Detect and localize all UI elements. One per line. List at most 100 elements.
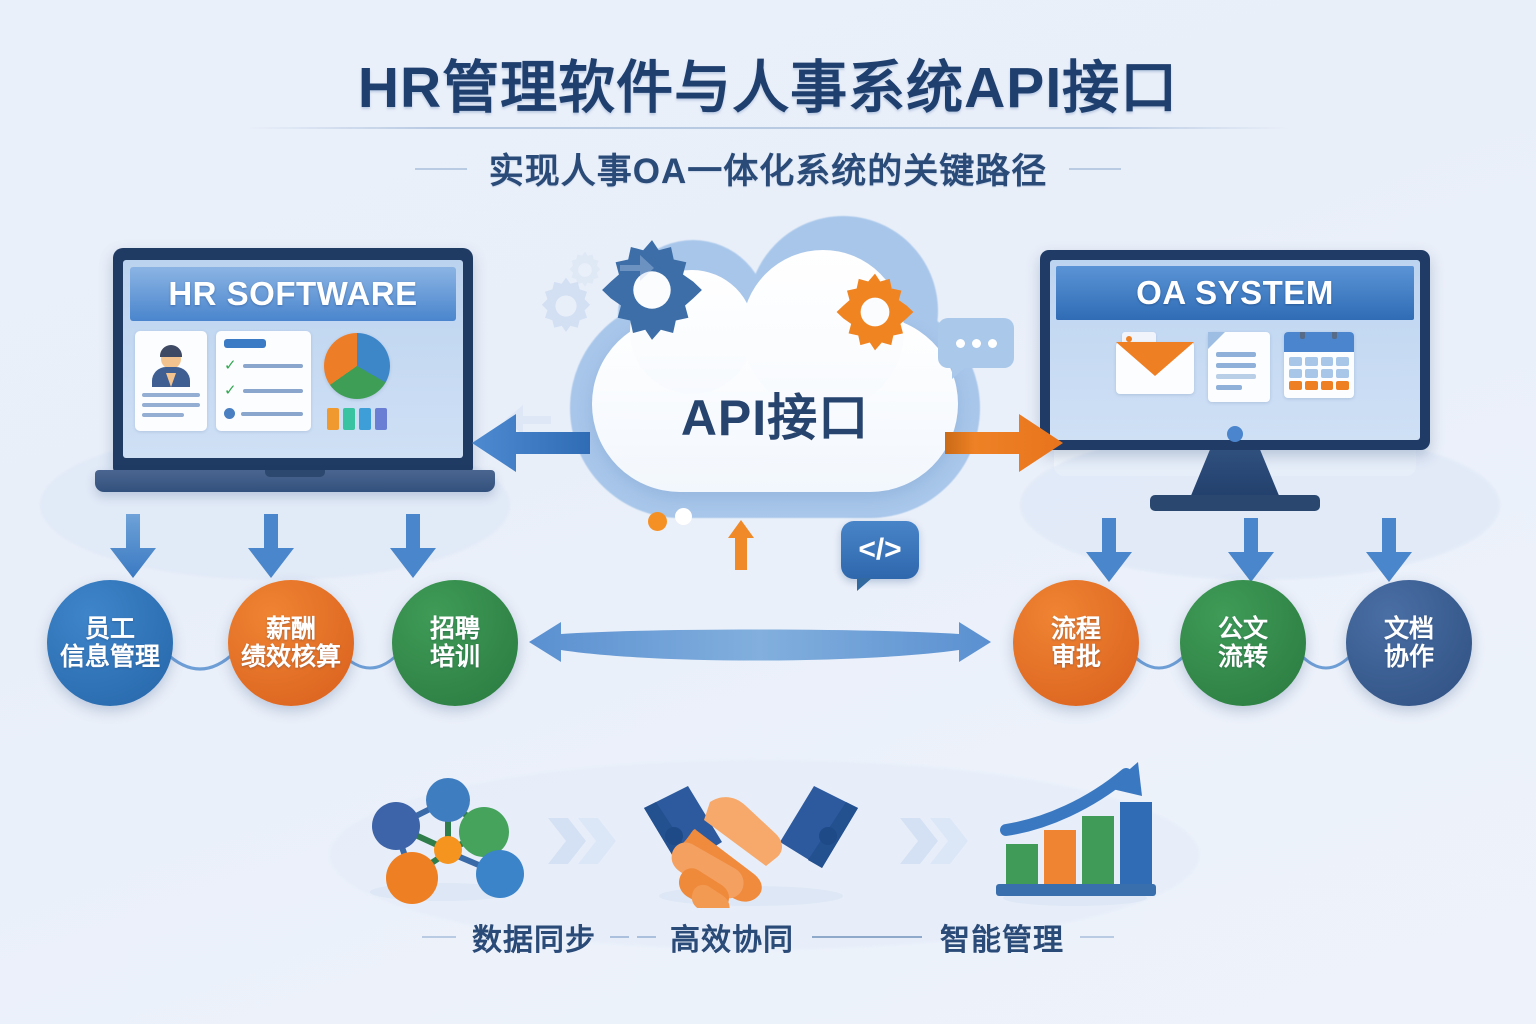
profile-line	[142, 413, 184, 417]
calendar-cell-highlight	[1289, 381, 1302, 390]
laptop-base	[95, 470, 495, 492]
document-line	[1216, 352, 1257, 357]
oa-system-monitor: OA SYSTEM	[1040, 250, 1430, 515]
checklist-header-bar	[224, 339, 266, 348]
calendar-cell-highlight	[1304, 381, 1318, 390]
checklist-line	[242, 388, 303, 393]
checklist-line	[242, 363, 303, 368]
code-badge-icon: </>	[841, 521, 919, 591]
legend-bar	[327, 408, 339, 430]
laptop-lid: HR SOFTWARE	[113, 248, 473, 472]
hr-software-widgets: ✓ ✓	[123, 321, 463, 431]
checklist-row	[224, 408, 303, 419]
subtitle-row: 实现人事OA一体化系统的关键路径	[0, 143, 1536, 194]
calendar-cell-highlight	[1336, 381, 1349, 390]
legend-bar	[375, 408, 387, 430]
circle-label-line1: 员工	[84, 615, 135, 643]
flow-chevron-icon	[900, 818, 970, 869]
title-divider	[248, 127, 1288, 129]
avatar-collar	[166, 373, 176, 387]
arrow-bidirectional-sync	[525, 612, 995, 672]
circle-connector	[1296, 648, 1356, 688]
arrow-down-hr-2	[248, 514, 294, 578]
arrow-down-oa-1	[1086, 518, 1132, 582]
bubble-dot	[971, 338, 981, 348]
profile-line	[142, 403, 200, 407]
calendar-cell	[1336, 369, 1349, 378]
calendar-cell	[1289, 369, 1302, 378]
color-bar-legend	[320, 408, 394, 430]
document-fold	[1208, 332, 1225, 349]
calendar-cell	[1289, 357, 1302, 366]
monitor-stand	[1150, 495, 1320, 511]
calendar-icon	[1284, 332, 1354, 398]
circle-label-line2: 绩效核算	[240, 643, 341, 671]
calendar-header	[1284, 332, 1354, 352]
chat-bubble-icon	[938, 318, 1014, 379]
benefit-label-2: 高效协同	[670, 924, 794, 957]
check-icon: ✓	[224, 357, 237, 374]
oa-system-widgets	[1050, 320, 1420, 402]
hr-capability-circle-3[interactable]: 招聘 培训	[392, 580, 518, 706]
oa-capability-circle-2[interactable]: 公文 流转	[1180, 580, 1306, 706]
label-edge-dash-left	[422, 936, 456, 938]
page-title: HR管理软件与人事系统API接口	[357, 56, 1179, 120]
calendar-ring	[1300, 332, 1305, 339]
gear-primary-icon	[600, 238, 704, 342]
circle-label-line2: 协作	[1383, 643, 1434, 671]
document-line	[1216, 385, 1242, 390]
arrow-down-hr-1	[110, 514, 156, 578]
subtitle-dash-left	[414, 167, 467, 170]
gear-ghost-icon	[565, 250, 605, 290]
calendar-cell	[1304, 357, 1318, 366]
legend-bar	[359, 408, 371, 430]
avatar-head	[160, 345, 182, 369]
decor-dot-white-icon	[675, 508, 692, 525]
hr-software-laptop: HR SOFTWARE	[95, 248, 495, 503]
circle-label-line2: 流转	[1217, 643, 1268, 671]
avatar-body	[152, 367, 190, 387]
flow-chevron-icon	[548, 818, 618, 869]
gear-secondary-icon	[835, 272, 915, 352]
check-icon: ✓	[224, 382, 237, 399]
document-line	[1216, 374, 1257, 379]
network-nodes-icon	[352, 764, 532, 909]
profile-line	[142, 393, 200, 397]
monitor-power-dot	[1227, 426, 1243, 442]
document-icon	[1208, 332, 1270, 402]
calendar-ring	[1332, 332, 1337, 339]
oa-capability-circle-3[interactable]: 文档 协作	[1346, 580, 1472, 706]
calendar-cell	[1304, 369, 1318, 378]
circle-label-line1: 薪酬	[265, 615, 316, 643]
circle-label-line1: 公文	[1217, 615, 1268, 643]
mail-envelope-icon	[1116, 332, 1194, 394]
calendar-grid	[1284, 352, 1354, 395]
ghost-chevron-icon	[620, 255, 654, 286]
bubble-dot	[955, 338, 965, 348]
ghost-chevron-icon	[505, 405, 551, 440]
laptop-screen: HR SOFTWARE	[123, 260, 463, 458]
oa-capability-circle-1[interactable]: 流程 审批	[1013, 580, 1139, 706]
bullet-dot-icon	[224, 408, 235, 419]
hr-capability-circle-1[interactable]: 员工 信息管理	[47, 580, 173, 706]
pie-chart-icon	[324, 333, 390, 399]
growth-bar-chart-icon	[990, 758, 1160, 913]
arrow-down-oa-3	[1366, 518, 1412, 582]
analytics-column	[320, 331, 394, 431]
gear-ghost-icon	[535, 275, 597, 337]
monitor-frame: OA SYSTEM	[1040, 250, 1430, 450]
label-separator-dashed	[610, 936, 656, 938]
handshake-icon	[636, 778, 866, 919]
page-subtitle: 实现人事OA一体化系统的关键路径	[488, 152, 1048, 191]
avatar-hair	[160, 345, 182, 357]
document-line	[1216, 363, 1257, 368]
circle-connector	[1128, 648, 1190, 688]
calendar-cell-highlight	[1320, 381, 1334, 390]
label-separator-solid	[812, 936, 922, 938]
benefits-label-row: 数据同步 高效协同 智能管理	[0, 915, 1536, 959]
arrow-down-hr-3	[390, 514, 436, 578]
hr-capability-circle-2[interactable]: 薪酬 绩效核算	[228, 580, 354, 706]
employee-avatar-icon	[142, 339, 200, 387]
circle-label-line1: 流程	[1050, 615, 1101, 643]
